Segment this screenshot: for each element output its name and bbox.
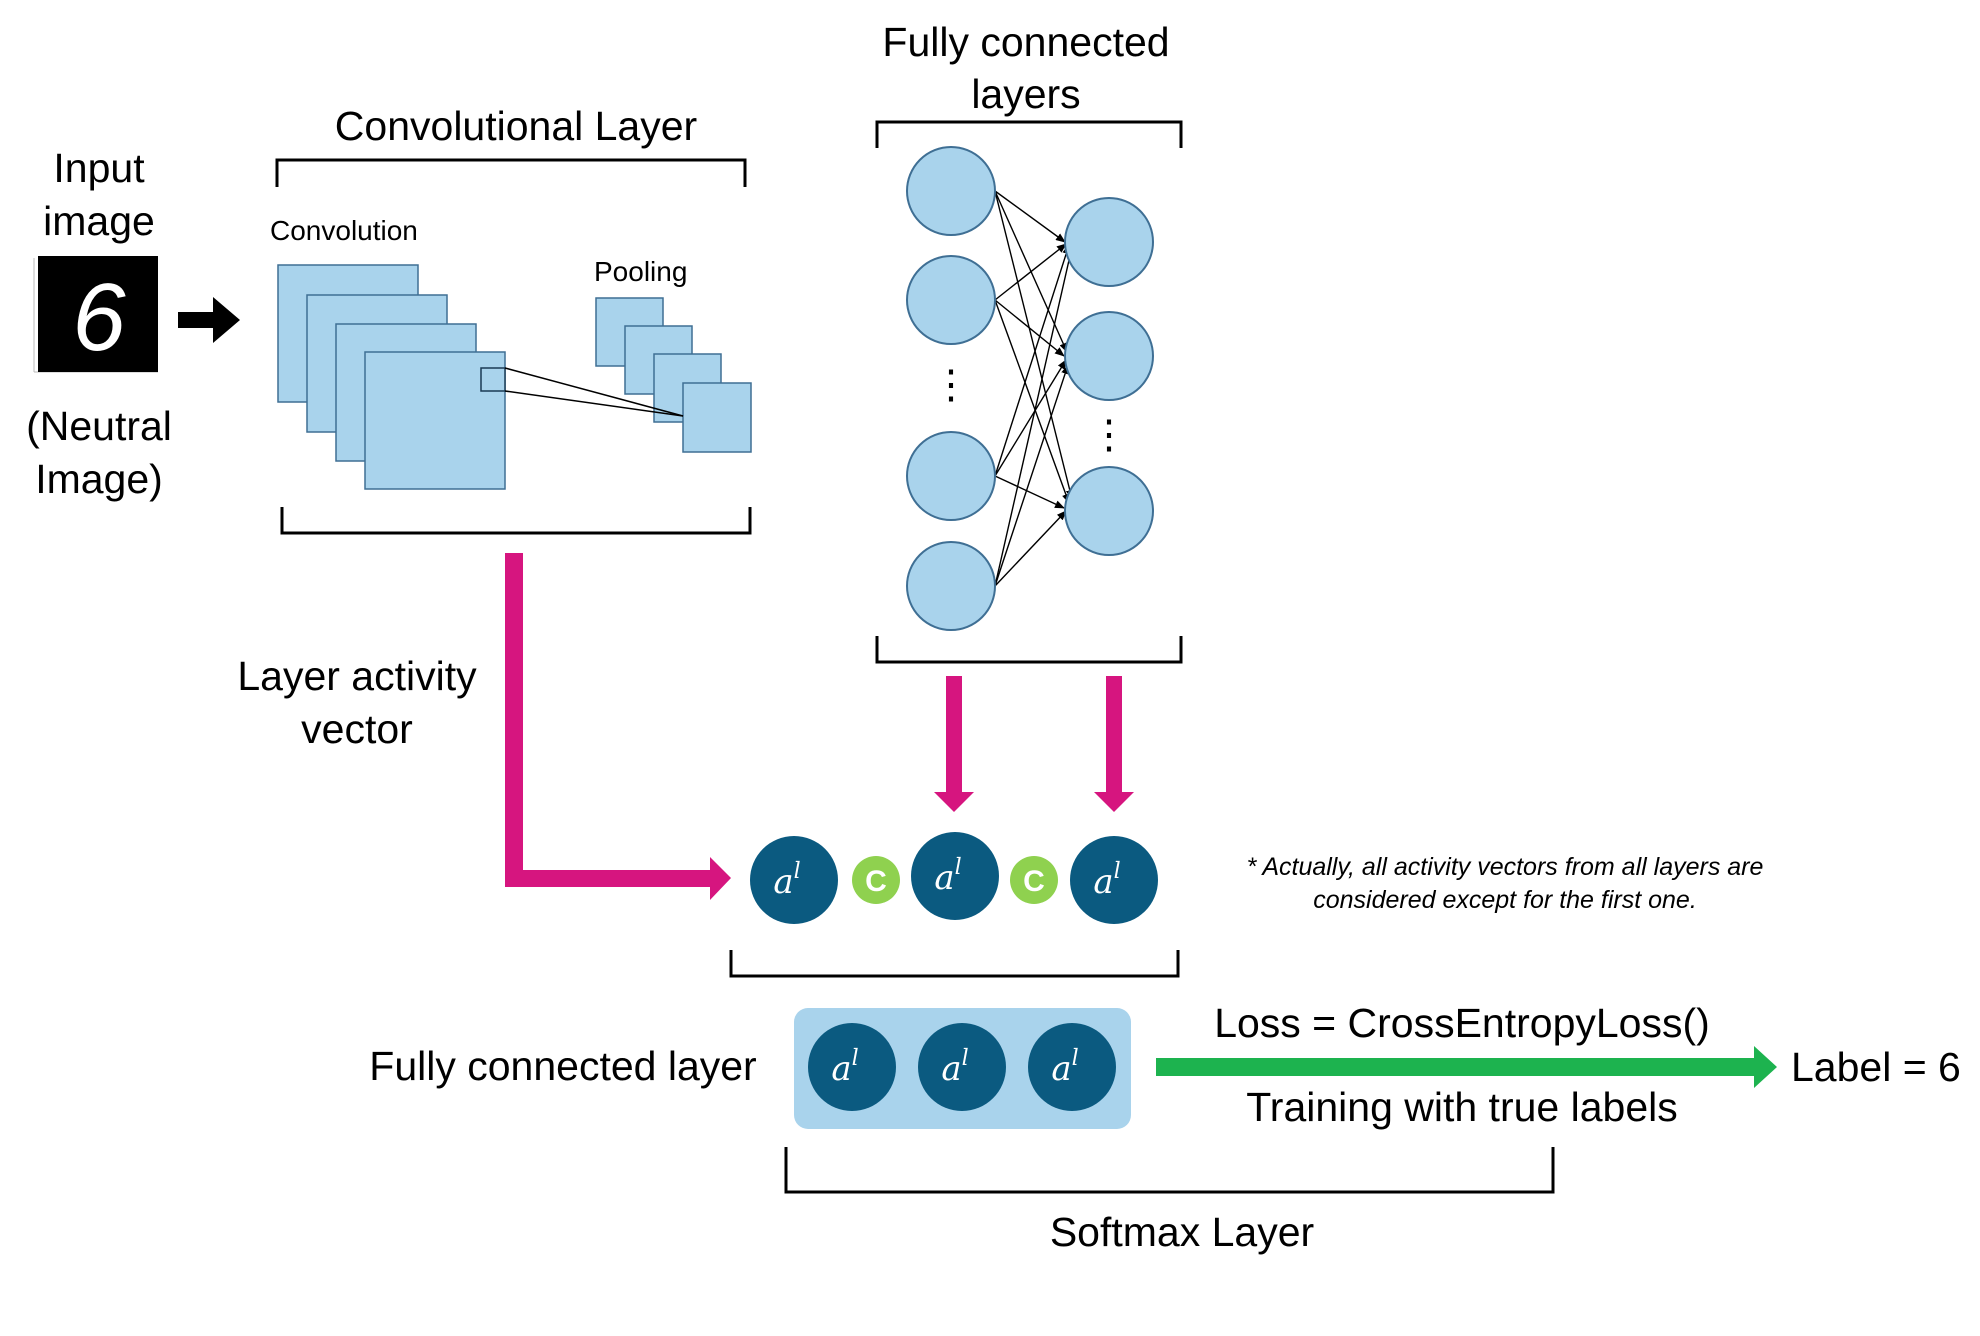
fc-hidden-nodes — [1064, 197, 1154, 556]
pooling-label: Pooling — [594, 256, 687, 287]
activity-label-line1: Layer activity — [237, 653, 477, 699]
fc-output-node-3: al — [1028, 1023, 1116, 1111]
svg-text:al: al — [934, 855, 961, 898]
activity-node-3: al — [1070, 836, 1158, 924]
fc-layer-box: al al al — [794, 1008, 1131, 1129]
fc-title-line2: layers — [971, 71, 1080, 117]
softmax-bracket — [784, 1147, 1555, 1194]
conv-layer-title: Convolutional Layer — [335, 103, 697, 149]
fc-title-line1: Fully connected — [882, 19, 1169, 65]
activity-node-1: al — [750, 836, 838, 924]
neutral-label-line2: Image) — [35, 456, 163, 502]
activity-bottom-bracket — [729, 950, 1180, 978]
activity-vectors-group: al C al C al — [729, 832, 1180, 978]
digit-six: 6 — [72, 264, 126, 371]
pooling-projection-line-top — [504, 367, 684, 417]
concat-c-icon: C — [852, 856, 900, 904]
pooling-maps — [595, 297, 752, 453]
convolution-maps — [277, 264, 506, 490]
concat-c-icon: C — [1010, 856, 1058, 904]
pooling-projection-line-bottom — [504, 390, 684, 417]
activity-label-line2: vector — [301, 706, 413, 752]
footnote-line1: * Actually, all activity vectors from al… — [1247, 853, 1764, 881]
svg-text:al: al — [1093, 859, 1120, 902]
fc-input-ellipsis: ⋮ — [931, 363, 971, 407]
fully-connected-layers-group: Fully connected layers ⋮ — [875, 19, 1183, 664]
arrow-right-icon — [178, 297, 240, 343]
digit-image: 6 — [33, 256, 158, 373]
convolution-label: Convolution — [270, 215, 418, 246]
fc-input-nodes — [906, 146, 996, 631]
fc-output-node-2: al — [918, 1023, 1006, 1111]
fc-output-node-1: al — [808, 1023, 896, 1111]
fc2-to-activity-arrow — [1094, 676, 1134, 812]
fc1-to-activity-arrow — [934, 676, 974, 812]
fc-edges — [994, 190, 1074, 587]
activity-arrows — [505, 553, 1134, 900]
svg-text:al: al — [941, 1046, 968, 1089]
output-label: Label = 6 — [1791, 1044, 1961, 1090]
input-label-line1: Input — [53, 145, 145, 191]
input-label-line2: image — [43, 198, 155, 244]
training-label: Training with true labels — [1246, 1084, 1677, 1130]
activity-node-2: al — [911, 832, 999, 920]
fc-hidden-ellipsis: ⋮ — [1089, 413, 1129, 457]
svg-text:C: C — [1023, 865, 1045, 898]
convolutional-layer-group: Convolutional Layer Convolution Pooling — [270, 103, 752, 535]
conv-bottom-bracket — [280, 507, 752, 535]
fc-bottom-bracket — [875, 636, 1183, 664]
softmax-label: Softmax Layer — [1050, 1209, 1314, 1255]
svg-text:al: al — [1051, 1046, 1078, 1089]
neutral-label-line1: (Neutral — [26, 403, 172, 449]
fc-top-bracket — [875, 120, 1183, 148]
conv-to-activity-arrow — [505, 553, 731, 900]
footnote-line2: considered except for the first one. — [1313, 886, 1697, 914]
training-arrow — [1156, 1046, 1777, 1088]
input-image-group: Input image 6 (Neutral Image) — [26, 145, 240, 502]
loss-label: Loss = CrossEntropyLoss() — [1214, 1000, 1710, 1046]
fc-layer-label: Fully connected layer — [369, 1043, 756, 1089]
svg-text:al: al — [831, 1046, 858, 1089]
conv-top-bracket — [275, 158, 747, 187]
svg-text:al: al — [773, 859, 800, 902]
svg-text:C: C — [865, 865, 887, 898]
